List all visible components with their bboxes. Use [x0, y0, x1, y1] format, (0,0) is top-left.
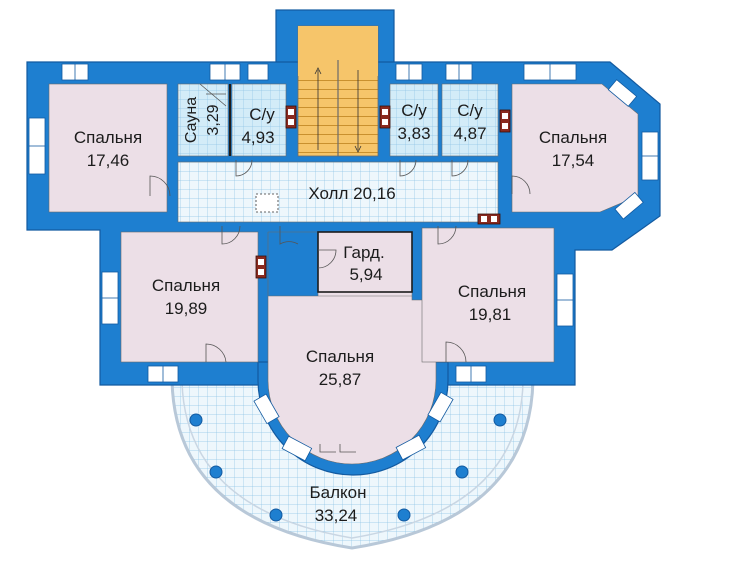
chimney-flues: [258, 109, 508, 275]
windows: [28, 63, 659, 462]
room-sauna: [177, 83, 229, 157]
room-wardrobe: [317, 231, 413, 293]
doors: [149, 83, 531, 453]
label-sauna-area: 3,29: [205, 104, 222, 135]
label-bedroom-top-right-area: 17,54: [552, 151, 595, 170]
labels: Спальня 17,46 Сауна 3,29 С/у 4,93 С/у 3,…: [74, 97, 607, 525]
room-bedroom-top-right: [511, 83, 639, 213]
label-bath-2-area: 3,83: [397, 124, 430, 143]
rooms: [48, 25, 639, 465]
chimneys: [255, 105, 511, 279]
label-bath-1-area: 4,93: [241, 128, 274, 147]
balcony-inner-rail: [181, 381, 524, 539]
room-bedroom-mid-left: [120, 231, 259, 363]
label-bath-3-area: 4,87: [453, 124, 486, 143]
label-bedroom-mid-right-area: 19,81: [469, 305, 512, 324]
label-bath-3-name: С/у: [457, 101, 483, 120]
label-bedroom-center-area: 25,87: [319, 370, 362, 389]
label-bedroom-top-left-area: 17,46: [87, 151, 130, 170]
label-sauna-name: Сауна: [183, 97, 200, 143]
label-balcony-area: 33,24: [315, 506, 358, 525]
room-hall: [177, 161, 499, 223]
label-hall: Холл 20,16: [308, 184, 395, 203]
label-bedroom-center-name: Спальня: [306, 347, 374, 366]
label-bedroom-top-right-name: Спальня: [539, 128, 607, 147]
label-wardrobe-area: 5,94: [349, 265, 382, 284]
label-bedroom-mid-left-area: 19,89: [165, 299, 208, 318]
label-balcony-name: Балкон: [309, 483, 366, 502]
label-bath-1-name: С/у: [249, 105, 275, 124]
label-bedroom-mid-right-name: Спальня: [458, 282, 526, 301]
balcony-posts: [189, 413, 507, 522]
label-bedroom-mid-left-name: Спальня: [152, 276, 220, 295]
sauna-stove: [255, 193, 279, 213]
label-bedroom-top-left-name: Спальня: [74, 128, 142, 147]
room-bath-1: [231, 83, 287, 157]
label-bath-2-name: С/у: [401, 101, 427, 120]
label-wardrobe-name: Гард.: [343, 243, 384, 262]
room-bath-2: [389, 83, 439, 157]
room-bath-3: [441, 83, 499, 157]
room-bedroom-mid-right: [421, 227, 555, 363]
room-bedroom-top-left: [48, 83, 168, 213]
stair-details: [314, 60, 362, 156]
